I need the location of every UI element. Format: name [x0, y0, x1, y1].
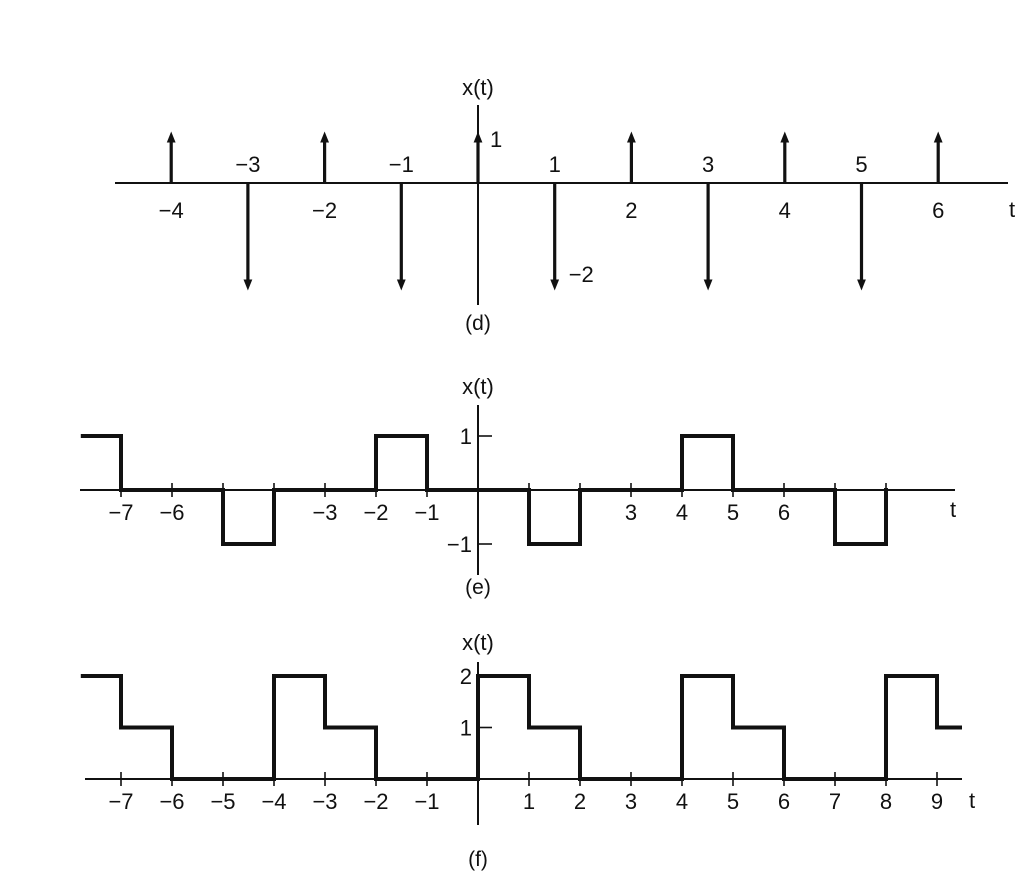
- panel-f-tick-label: 9: [931, 789, 943, 814]
- panel-d-tick-label: −2: [312, 198, 337, 223]
- panel-e-tick-label: −7: [108, 500, 133, 525]
- panel-f-signal-line: [80, 674, 962, 781]
- panel-f-staircase-wave: x(t) t (f) −7 −6 −5 −4 −3 −2 −1 1 2 3 4 5 6 7 8 9 2 1: [80, 630, 975, 871]
- panel-d-tick-label: 1: [549, 152, 561, 177]
- panel-e-caption: (e): [465, 576, 491, 599]
- panel-f-tick-label: 8: [880, 789, 892, 814]
- panel-e-y-tick-label: 1: [460, 424, 472, 449]
- panel-e-y-label: x(t): [462, 374, 494, 399]
- panel-d-tick-label: 4: [779, 198, 791, 223]
- panel-e-tick-label: 4: [676, 500, 688, 525]
- panel-f-tick-label: −7: [108, 789, 133, 814]
- panel-d-tick-label: 3: [702, 152, 714, 177]
- panel-f-tick-label: −5: [210, 789, 235, 814]
- panel-d-tick-label: 5: [855, 152, 867, 177]
- panel-d-impulse-train: x(t) t (d) −4 −3 −2 −1 1 2 3 4 5 6 1 −2: [115, 75, 1015, 335]
- panel-d-x-label: t: [1009, 197, 1015, 222]
- panel-d-tick-label: −3: [235, 152, 260, 177]
- panel-f-tick-label: −6: [159, 789, 184, 814]
- panel-d-amplitude-label: 1: [490, 127, 502, 152]
- panel-d-tick-label: −4: [159, 198, 184, 223]
- panel-e-tick-label: 3: [625, 500, 637, 525]
- panel-f-y-tick-label: 2: [460, 664, 472, 689]
- panel-d-tick-label: −1: [389, 152, 414, 177]
- panel-e-y-tick-label: −1: [447, 532, 472, 557]
- panel-f-y-label: x(t): [462, 630, 494, 655]
- panel-f-tick-label: 5: [727, 789, 739, 814]
- panel-f-tick-label: 1: [523, 789, 535, 814]
- panel-f-tick-label: 2: [574, 789, 586, 814]
- panel-f-tick-label: −4: [261, 789, 286, 814]
- panel-f-tick-label: 3: [625, 789, 637, 814]
- panel-d-y-label: x(t): [462, 75, 494, 100]
- panel-f-tick-label: −2: [363, 789, 388, 814]
- panel-d-caption: (d): [465, 312, 491, 335]
- panel-f-tick-label: −3: [312, 789, 337, 814]
- panel-e-square-wave: x(t) t (e) −7 −6 −3 −2 −1 3 4 5 6 1 −1: [80, 374, 956, 599]
- panel-d-tick-label: 2: [625, 198, 637, 223]
- panel-f-tick-label: −1: [414, 789, 439, 814]
- panel-f-x-label: t: [969, 788, 975, 813]
- panel-e-tick-label: 5: [727, 500, 739, 525]
- panel-f-tick-label: 6: [778, 789, 790, 814]
- panel-f-tick-label: 7: [829, 789, 841, 814]
- panel-e-tick-label: −6: [159, 500, 184, 525]
- panel-e-tick-label: −2: [363, 500, 388, 525]
- panel-e-x-label: t: [950, 497, 956, 522]
- panel-d-amplitude-label: −2: [569, 262, 594, 287]
- panel-e-signal-line: [80, 434, 888, 546]
- panel-d-tick-label: 6: [932, 198, 944, 223]
- panel-e-tick-label: 6: [778, 500, 790, 525]
- panel-e-tick-label: −1: [414, 500, 439, 525]
- panel-f-caption: (f): [468, 848, 488, 871]
- panel-f-y-tick-label: 1: [460, 716, 472, 741]
- panel-f-tick-label: 4: [676, 789, 688, 814]
- panel-e-tick-label: −3: [312, 500, 337, 525]
